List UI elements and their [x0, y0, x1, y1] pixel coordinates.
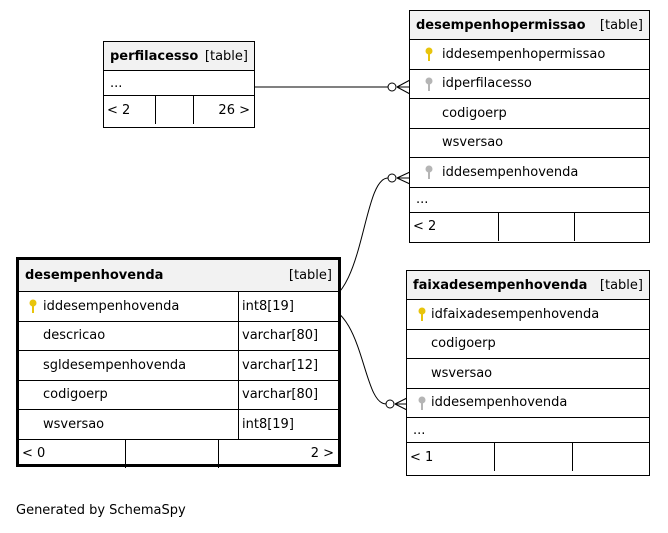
table-footer: < 2 26 > — [104, 96, 254, 124]
column-type: varchar[80] — [238, 321, 338, 350]
table-faixadesempenhovenda[interactable]: faixadesempenhovenda [table] idfaixadese… — [406, 270, 650, 476]
table-footer: < 1 — [407, 443, 649, 471]
children-count[interactable]: 2 > — [310, 446, 334, 461]
footer-mid — [499, 212, 575, 241]
children-count[interactable] — [573, 443, 649, 471]
ellipsis-row: ... — [104, 71, 254, 96]
table-type-tag: [table] — [204, 48, 248, 64]
table-type-tag: [table] — [599, 277, 643, 293]
column-name: iddesempenhovenda — [431, 395, 568, 411]
column-name: codigoerp — [431, 336, 496, 352]
column-type: varchar[80] — [238, 380, 338, 409]
primary-key-icon — [415, 307, 429, 322]
column-row[interactable]: wsversao — [410, 129, 649, 158]
table-name: faixadesempenhovenda — [413, 277, 588, 293]
parents-count[interactable]: < 2 — [410, 212, 499, 241]
table-name: desempenhopermissao — [416, 17, 586, 33]
table-name: desempenhovenda — [25, 268, 164, 283]
table-desempenhovenda[interactable]: desempenhovenda [table] iddesempenhovend… — [16, 257, 341, 468]
table-name: perfilacesso — [110, 48, 199, 64]
column-name: iddesempenhovenda — [442, 164, 579, 180]
column-name: idfaixadesempenhovenda — [431, 306, 600, 322]
primary-key-icon — [25, 299, 41, 314]
parents-count[interactable]: < 0 — [19, 439, 126, 468]
primary-key-icon — [418, 47, 440, 62]
relation-end-circle — [385, 399, 395, 409]
column-name: wsversao — [442, 135, 504, 151]
foreign-key-icon — [418, 165, 440, 180]
relation-end-circle — [387, 173, 397, 183]
column-name: iddesempenhopermissao — [442, 46, 606, 62]
column-row[interactable]: codigoerp — [407, 330, 649, 359]
table-header[interactable]: faixadesempenhovenda [table] — [407, 271, 649, 300]
column-row[interactable]: iddesempenhovenda int8[19] — [19, 292, 338, 322]
relation-end-circle — [387, 82, 397, 92]
column-row[interactable]: descricao varchar[80] — [19, 321, 338, 351]
table-desempenhopermissao[interactable]: desempenhopermissao [table] iddesempenho… — [409, 10, 650, 243]
column-row[interactable]: codigoerp — [410, 99, 649, 129]
table-perfilacesso[interactable]: perfilacesso [table] ... < 2 26 > — [103, 41, 255, 128]
table-type-tag: [table] — [599, 17, 643, 33]
footer-mid — [156, 96, 194, 124]
column-row[interactable]: wsversao int8[19] — [19, 410, 338, 440]
column-row[interactable]: iddesempenhopermissao — [410, 40, 649, 70]
parents-count[interactable]: < 1 — [407, 443, 495, 471]
ellipsis-row: ... — [410, 188, 649, 213]
column-type: int8[19] — [238, 292, 338, 321]
column-name: descricao — [43, 328, 106, 344]
parents-count[interactable]: < 2 — [104, 96, 156, 124]
column-name: wsversao — [431, 365, 493, 381]
column-row[interactable]: iddesempenhovenda — [410, 158, 649, 188]
table-header[interactable]: desempenhovenda [table] — [19, 260, 338, 292]
table-header[interactable]: perfilacesso [table] — [104, 42, 254, 71]
column-row[interactable]: idperfilacesso — [410, 70, 649, 99]
foreign-key-icon — [418, 77, 440, 91]
relation-crowfoot — [396, 79, 411, 95]
column-name: codigoerp — [43, 387, 108, 403]
column-row[interactable]: idfaixadesempenhovenda — [407, 300, 649, 330]
column-type: varchar[12] — [238, 351, 338, 380]
column-row[interactable]: sgldesempenhovenda varchar[12] — [19, 351, 338, 381]
table-type-tag: [table] — [288, 268, 332, 283]
column-row[interactable]: codigoerp varchar[80] — [19, 380, 338, 410]
relation-crowfoot — [396, 171, 411, 185]
table-header[interactable]: desempenhopermissao [table] — [410, 11, 649, 40]
children-count[interactable]: 26 > — [218, 102, 250, 118]
footer-mid — [495, 443, 573, 471]
column-name: codigoerp — [442, 105, 507, 121]
relation-crowfoot — [394, 397, 408, 411]
table-footer: < 0 2 > — [19, 439, 338, 468]
column-name: iddesempenhovenda — [43, 298, 180, 314]
generator-credit: Generated by SchemaSpy — [16, 503, 186, 518]
column-name: idperfilacesso — [442, 76, 532, 92]
table-footer: < 2 — [410, 212, 649, 241]
column-name: sgldesempenhovenda — [43, 357, 187, 373]
column-name: wsversao — [43, 416, 105, 432]
column-row[interactable]: wsversao — [407, 359, 649, 389]
ellipsis-row: ... — [407, 418, 649, 443]
footer-mid — [126, 439, 219, 468]
foreign-key-icon — [415, 396, 429, 410]
column-type: int8[19] — [238, 410, 338, 439]
column-row[interactable]: iddesempenhovenda — [407, 389, 649, 418]
children-count[interactable] — [575, 213, 649, 241]
